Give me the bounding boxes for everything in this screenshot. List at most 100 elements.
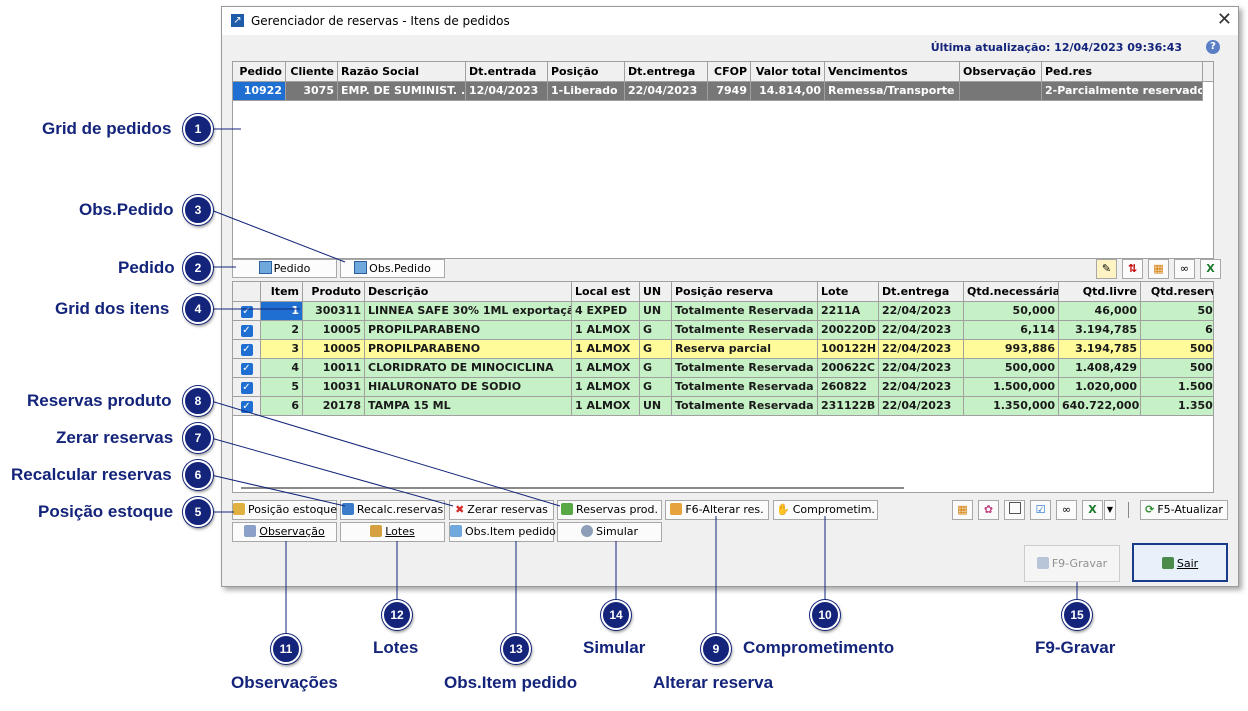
uncheck-all-icon[interactable] (1004, 500, 1025, 520)
close-icon[interactable]: ✕ (1216, 9, 1232, 30)
comprometim-button[interactable]: ✋Comprometim. (773, 500, 878, 520)
item-cell-qtd-necessaria: 6,114 (964, 321, 1059, 340)
col-header-dt-entrada[interactable]: Dt.entrada (466, 62, 548, 81)
col-header-valor-total[interactable]: Valor total (751, 62, 825, 81)
col-header-qtd-livre[interactable]: Qtd.livre (1059, 282, 1141, 301)
palette-icon[interactable]: ✎ (1096, 259, 1117, 279)
order-cell-cfop: 7949 (708, 82, 751, 101)
simular-button[interactable]: Simular (557, 522, 662, 542)
col-header-vencimentos[interactable]: Vencimentos (825, 62, 960, 81)
col-header-produto[interactable]: Produto (303, 282, 365, 301)
help-icon[interactable]: ? (1206, 40, 1220, 54)
col-header-descricao[interactable]: Descrição (365, 282, 572, 301)
row-checkbox[interactable]: ✓ (240, 306, 253, 318)
reservas-prod-label: Reservas prod. (576, 503, 658, 516)
f6-alterar-button[interactable]: F6-Alterar res. (665, 500, 769, 520)
item-cell-un: G (640, 359, 672, 378)
sair-button[interactable]: Sair (1132, 543, 1228, 582)
row-checkbox[interactable]: ✓ (240, 363, 253, 375)
col-header-check[interactable] (233, 282, 261, 301)
col-header-pedido[interactable]: Pedido (233, 62, 286, 81)
col-header-posicao[interactable]: Posição (548, 62, 625, 81)
sort-icon[interactable]: ⇅ (1122, 259, 1143, 279)
glasses-icon-2[interactable]: ∞ (1056, 500, 1077, 520)
note-icon (354, 261, 368, 274)
order-cell-razao-social: EMP. DE SUMINIST. ... (338, 82, 466, 101)
col-header-local-est[interactable]: Local est (572, 282, 640, 301)
item-cell-local-est: 1 ALMOX (572, 340, 640, 359)
row-checkbox[interactable]: ✓ (240, 325, 253, 337)
col-header-posicao-reserva[interactable]: Posição reserva (672, 282, 818, 301)
obs-item-pedido-button[interactable]: Obs.Item pedido (449, 522, 556, 542)
red-x-icon: ✖ (455, 503, 465, 516)
reservas-prod-button[interactable]: Reservas prod. (557, 500, 662, 520)
obs-item-pedido-label: Obs.Item pedido (465, 525, 556, 538)
col-header-ped-res[interactable]: Ped.res (1042, 62, 1203, 81)
check-all-icon[interactable]: ☑ (1030, 500, 1051, 520)
excel-icon[interactable]: X (1200, 259, 1221, 279)
badge-14: 14 (601, 600, 631, 630)
col-header-qtd-reserv[interactable]: Qtd.reserv (1141, 282, 1213, 301)
col-header-dt-entrega[interactable]: Dt.entrega (625, 62, 708, 81)
annotation-label-2: Pedido (118, 258, 175, 277)
row-checkbox-cell: ✓ (233, 321, 261, 340)
simular-label: Simular (595, 525, 639, 538)
calculator-icon (341, 503, 354, 515)
lotes-button[interactable]: Lotes (340, 522, 445, 542)
col-header-lote[interactable]: Lote (818, 282, 879, 301)
col-header-dt-entrega[interactable]: Dt.entrega (879, 282, 964, 301)
f5-atualizar-button[interactable]: ⟳F5-Atualizar (1140, 500, 1228, 520)
dropdown-arrow-icon[interactable]: ▼ (1104, 500, 1116, 520)
f6-alterar-label: F6-Alterar res. (685, 503, 764, 516)
item-cell-lote: 200622C (818, 359, 879, 378)
annotation-label-13: Obs.Item pedido (444, 673, 578, 692)
col-header-razao-social[interactable]: Razão Social (338, 62, 466, 81)
item-cell-qtd-livre: 1.408,429 (1059, 359, 1141, 378)
item-cell-un: UN (640, 397, 672, 416)
color-icon[interactable]: ✿ (978, 500, 999, 520)
item-cell-qtd-livre: 3.194,785 (1059, 340, 1141, 359)
row-checkbox[interactable]: ✓ (240, 344, 253, 356)
title-bar: ↗ Gerenciador de reservas - Itens de ped… (222, 7, 1238, 35)
col-header-un[interactable]: UN (640, 282, 672, 301)
grid-config-icon[interactable]: ▦ (1148, 259, 1169, 279)
item-cell-lote: 260822 (818, 378, 879, 397)
f9-gravar-button[interactable]: F9-Gravar (1024, 545, 1120, 582)
handshake-icon: ✋ (776, 503, 790, 516)
item-cell-posicao-reserva: Totalmente Reservada (672, 321, 818, 340)
recalc-reservas-button[interactable]: Recalc.reservas (340, 500, 445, 520)
row-checkbox[interactable]: ✓ (240, 401, 253, 413)
col-header-cfop[interactable]: CFOP (708, 62, 751, 81)
annotation-label-4: Grid dos itens (55, 299, 170, 318)
item-cell-local-est: 1 ALMOX (572, 359, 640, 378)
posicao-estoque-button[interactable]: Posição estoque (232, 500, 337, 520)
order-cell-dt-entrega: 22/04/2023 (625, 82, 708, 101)
tab-pedido[interactable]: Pedido (232, 259, 337, 278)
gears-icon (580, 525, 593, 537)
horizontal-scrollbar[interactable] (241, 487, 904, 489)
col-header-item[interactable]: Item (261, 282, 303, 301)
tab-obs-pedido[interactable]: Obs.Pedido (340, 259, 445, 278)
row-checkbox[interactable]: ✓ (240, 382, 253, 394)
col-header-qtd-necessaria[interactable]: Qtd.necessária (964, 282, 1059, 301)
grid-settings-icon[interactable]: ▦ (952, 500, 973, 520)
order-cell-ped-res: 2-Parcialmente reservado (1042, 82, 1203, 101)
row-checkbox-cell: ✓ (233, 340, 261, 359)
col-header-observacao[interactable]: Observação (960, 62, 1042, 81)
excel-icon-2[interactable]: X (1082, 500, 1103, 520)
badge-10: 10 (810, 600, 840, 630)
zerar-reservas-button[interactable]: ✖Zerar reservas (449, 500, 554, 520)
col-header-cliente[interactable]: Cliente (286, 62, 338, 81)
observacao-button[interactable]: Observação (232, 522, 337, 542)
glasses-icon[interactable]: ∞ (1174, 259, 1195, 279)
